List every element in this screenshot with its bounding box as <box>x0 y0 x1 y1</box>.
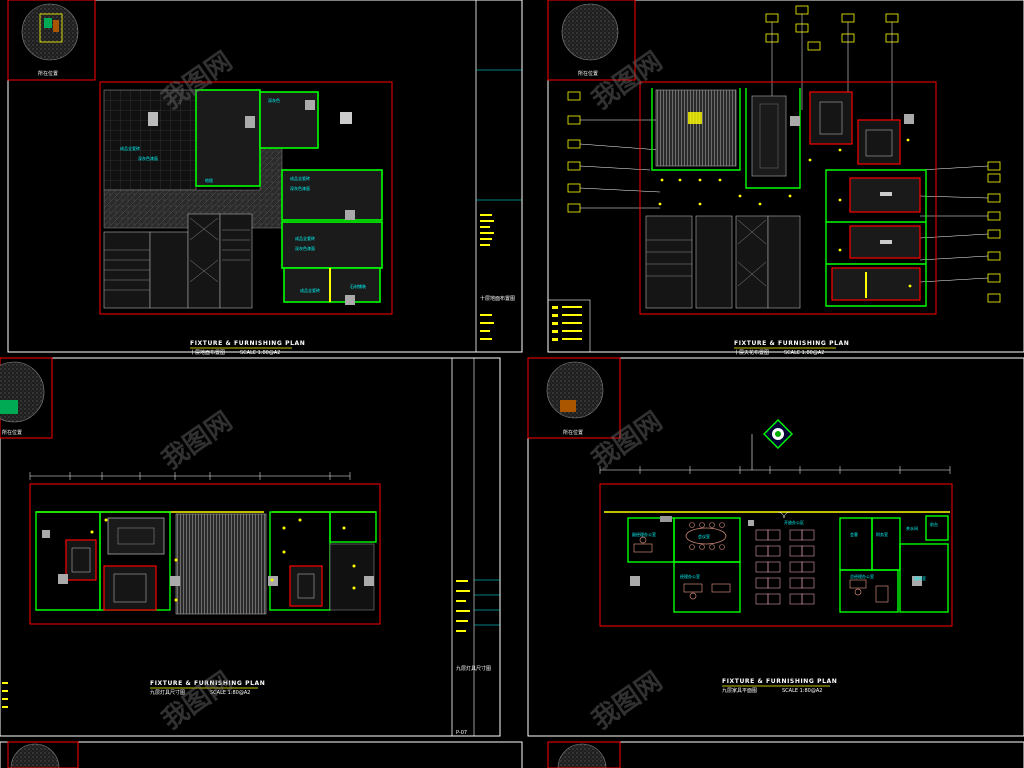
watermark-text: 我图网 <box>587 406 668 475</box>
room-label: 茶水间 <box>906 525 918 531</box>
lighting-plan-bottom-left <box>29 483 381 625</box>
side-label: 九层灯具尺寸图 <box>456 665 491 672</box>
legend-table-top-right <box>547 299 591 353</box>
dimension-chain <box>599 466 951 474</box>
key-plan-top-right: 所在位置 <box>547 0 636 81</box>
workstation-grid <box>755 529 815 605</box>
plan-scale: SCALE 1:80@A2 <box>240 350 280 356</box>
key-plan-caption: 所在位置 <box>563 429 583 436</box>
plan-scale: SCALE 1:80@A2 <box>784 350 824 356</box>
title-block-top-left: 十层地面布置图 <box>475 0 523 353</box>
room-label: 开放办公区 <box>784 519 804 525</box>
room-label: 会客 <box>850 531 858 537</box>
plan-title: FIXTURE & FURNISHING PLAN <box>734 340 849 347</box>
room-label: 前台 <box>930 521 938 527</box>
key-plan-caption: 所在位置 <box>2 429 22 436</box>
room-label: 石材铺装 <box>350 283 366 289</box>
plan-title: FIXTURE & FURNISHING PLAN <box>722 678 837 685</box>
key-plan-bottom-right: 所在位置 <box>527 357 621 439</box>
watermark-text: 我图网 <box>157 666 238 735</box>
plan-subtitle: 九层家具平面图 <box>722 687 757 694</box>
floor-plan-top-left: 成品全瓷砖 深灰色漆面 地毯 深灰色 成品全瓷砖 深灰色漆面 成品全瓷砖 深灰色… <box>99 81 393 315</box>
plan-subtitle: 九层灯具尺寸图 <box>150 689 185 696</box>
title-block-bottom-left: 九层灯具尺寸图 P-07 <box>451 357 501 737</box>
key-plan-top-left: 所在位置 <box>7 0 96 81</box>
key-plan-caption: 所在位置 <box>38 70 58 77</box>
plan-subtitle: 十层天花布置图 <box>734 349 769 356</box>
side-label: 十层地面布置图 <box>480 295 515 302</box>
room-label: 接待室 <box>914 575 926 581</box>
key-plan-caption: 所在位置 <box>578 70 598 77</box>
dimension-chain <box>29 472 351 480</box>
room-label: 会议室 <box>698 533 710 539</box>
room-label: 深灰色 <box>268 97 280 103</box>
room-label: 地毯 <box>205 177 213 183</box>
room-label: 成品全瓷砖 <box>295 235 315 241</box>
plan-title: FIXTURE & FURNISHING PLAN <box>190 340 305 347</box>
room-label: 深灰色漆面 <box>290 185 310 191</box>
plan-scale: SCALE 1:80@A2 <box>782 688 822 694</box>
sheet-bottom-left: 所在位置 九层灯具尺寸图 P-07 <box>0 357 501 737</box>
plan-scale: SCALE 1:80@A2 <box>210 690 250 696</box>
plan-subtitle: 十层地面布置图 <box>190 349 225 356</box>
room-label: 成品全瓷砖 <box>120 145 140 151</box>
room-label: 财务室 <box>876 531 888 537</box>
north-arrow-icon <box>751 419 793 470</box>
room-label: 深灰色漆面 <box>295 245 315 251</box>
sheet-number: P-07 <box>456 730 467 736</box>
room-label: 成品全瓷砖 <box>300 287 320 293</box>
key-plan-bottom-left: 所在位置 <box>0 357 53 439</box>
sheet-bottom-right: 所在位置 <box>527 357 953 694</box>
watermark-text: 我图网 <box>587 666 668 735</box>
room-label: 副经理办公室 <box>632 531 656 537</box>
furniture-plan-bottom-right: 副经理办公室 会议室 经理办公室 开放办公区 会客 财务室 总经理办公室 茶水间… <box>599 483 953 627</box>
room-label: 深灰色漆面 <box>138 155 158 161</box>
partial-key-plans <box>7 741 621 768</box>
room-label: 总经理办公室 <box>850 573 874 579</box>
watermark-text: 我图网 <box>157 406 238 475</box>
plan-title: FIXTURE & FURNISHING PLAN <box>150 680 265 687</box>
ceiling-plan-top-right <box>639 81 937 315</box>
sheet-top-right: 所在位置 <box>547 0 1001 356</box>
room-label: 经理办公室 <box>680 573 700 579</box>
room-label: 成品全瓷砖 <box>290 175 310 181</box>
sheet-top-left: 所在位置 十层地面布置图 <box>7 0 523 356</box>
